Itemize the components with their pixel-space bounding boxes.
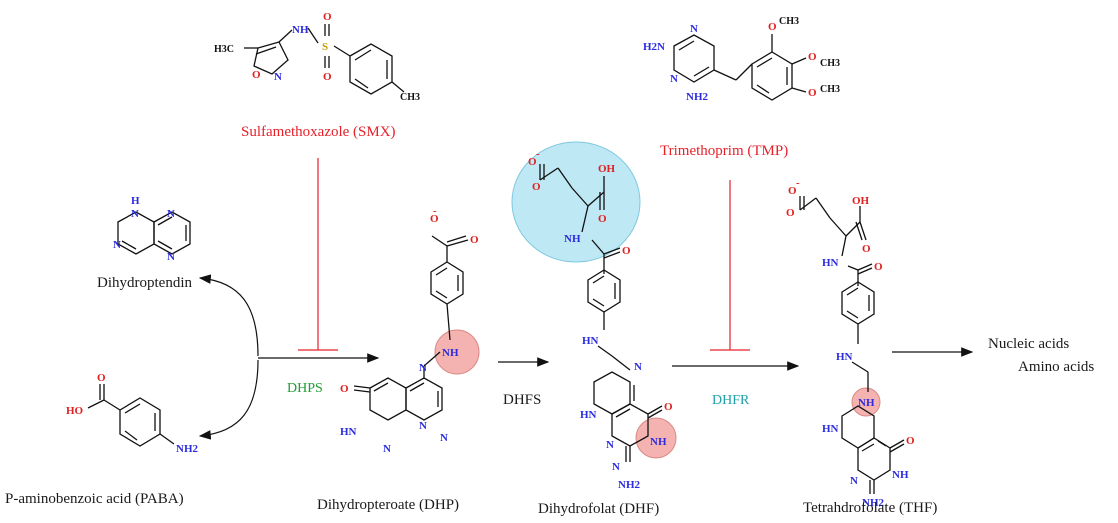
dihydrofolate-structure [511,141,677,462]
trimethoprim-caption: Trimethoprim (TMP) [660,143,788,159]
thf-oh-label: OH [852,195,870,207]
dhf-carboxylate-o-label: O [528,156,537,168]
dhf-n3-label: N [612,461,620,473]
dhf-charge-label: - [536,148,540,160]
dhp-carboxylate-o-label: O [430,213,439,225]
dhf-ring-nh-label: NH [650,436,667,448]
product-nucleic-acids: Nucleic acids [988,336,1069,352]
curved-arrow-to-paba [198,359,259,440]
enzyme-dhps-label: DHPS [287,381,323,396]
thf-hn2-label: HN [836,351,853,363]
thf-hn-label: HN [822,257,839,269]
dihydropteroate-structure [353,235,480,421]
curved-arrow-to-dihydropteridine [198,274,259,357]
dhf-nh2-label: NH2 [618,479,641,491]
thf-keto-o-label: O [906,435,915,447]
tmp-h2n-label: H2N [643,41,665,53]
dhf-keto-highlight [635,417,677,459]
dihydropteridine-n3-label: N [113,239,121,251]
dihydrofolate-caption: Dihydrofolat (DHF) [538,501,659,517]
thf-carboxylate-o-label: O [788,185,797,197]
paba-hydroxyl-label: HO [66,405,84,417]
smx-ring-oxygen-label: O [252,69,261,81]
thf-ring-nh-label: NH [892,469,909,481]
dihydropteridine-n4-label: N [167,251,175,263]
tmp-ch3-3-label: CH3 [820,84,840,95]
dhf-o3-label: O [622,245,631,257]
dhp-hn-label: HN [340,426,357,438]
dhf-oh-label: OH [598,163,616,175]
dhp-nh-label: NH [442,347,459,359]
paba-oxygen-label: O [97,372,106,384]
dhp-n3-label: N [383,443,391,455]
tmp-o2-label: O [808,51,817,63]
smx-oxygen-top-label: O [323,11,332,23]
smx-methyl-label: H3C [214,44,234,55]
enzyme-dhfr-label: DHFR [712,393,750,408]
dihydropteridine-n1-label: N [131,208,139,220]
dihydropteridine-n2-label: N [167,208,175,220]
tmp-ch3-1-label: CH3 [779,16,799,27]
smx-ring-nitrogen-label: N [274,71,282,83]
dihydropteridine-structure [117,211,191,255]
dihydropteridine-caption: Dihydroptendin [97,275,192,291]
paba-amino-label: NH2 [176,443,199,455]
dihydropteridine-h-label: H [131,195,140,207]
dhp-keto-o-label: O [340,383,349,395]
dihydropteroate-caption: Dihydropteroate (DHP) [317,497,459,513]
trimethoprim-structure [673,34,807,101]
tmp-nh2-label: NH2 [686,91,709,103]
dhp-n1-label: N [419,362,427,374]
dhp-amine-highlight [434,329,480,375]
thf-nh-label: NH [858,397,875,409]
sulfamethoxazole-structure [244,24,405,95]
thf-hn3-label: HN [822,423,839,435]
dhf-nh-label: NH [564,233,581,245]
dhf-o2-label: O [598,213,607,225]
smx-sulfur-label: S [322,41,328,53]
product-amino-acids: Amino acids [1018,359,1094,375]
dhp-carbonyl-o-label: O [470,234,479,246]
sulfamethoxazole-caption: Sulfamethoxazole (SMX) [241,124,396,140]
tmp-n2-label: N [670,73,678,85]
thf-amine-highlight [851,387,881,417]
dhp-charge-label: - [433,205,437,217]
dhf-keto-o-label: O [664,401,673,413]
dhp-n2-label: N [419,420,427,432]
dhp-n4-label: N [440,432,448,444]
thf-o2-label: O [862,243,871,255]
smx-oxygen-bottom-label: O [323,71,332,83]
tetrahydrofolate-structure [799,196,905,494]
tmp-o1-label: O [768,21,777,33]
tmp-ch3-2-label: CH3 [820,58,840,69]
tetrahydrofolate-caption: Tetrahdrofolate (THF) [803,500,937,516]
thf-o1-label: O [786,207,795,219]
dhf-n2-label: N [606,439,614,451]
dhf-hn-label: HN [582,335,599,347]
smx-ch3-label: CH3 [400,92,420,103]
thf-charge-label: - [796,177,800,189]
smx-nh-label: NH [292,24,309,36]
paba-caption: P-aminobenzoic acid (PABA) [5,491,184,507]
tmp-n1-label: N [690,23,698,35]
enzyme-dhfs-label: DHFS [503,392,541,408]
dhf-n1-label: N [634,361,642,373]
thf-nh2-label: NH2 [862,497,885,509]
paba-structure [87,384,175,447]
tmp-o3-label: O [808,87,817,99]
dhf-o1-label: O [532,181,541,193]
dhf-hn2-label: HN [580,409,597,421]
thf-o3-label: O [874,261,883,273]
thf-n1-label: N [850,475,858,487]
